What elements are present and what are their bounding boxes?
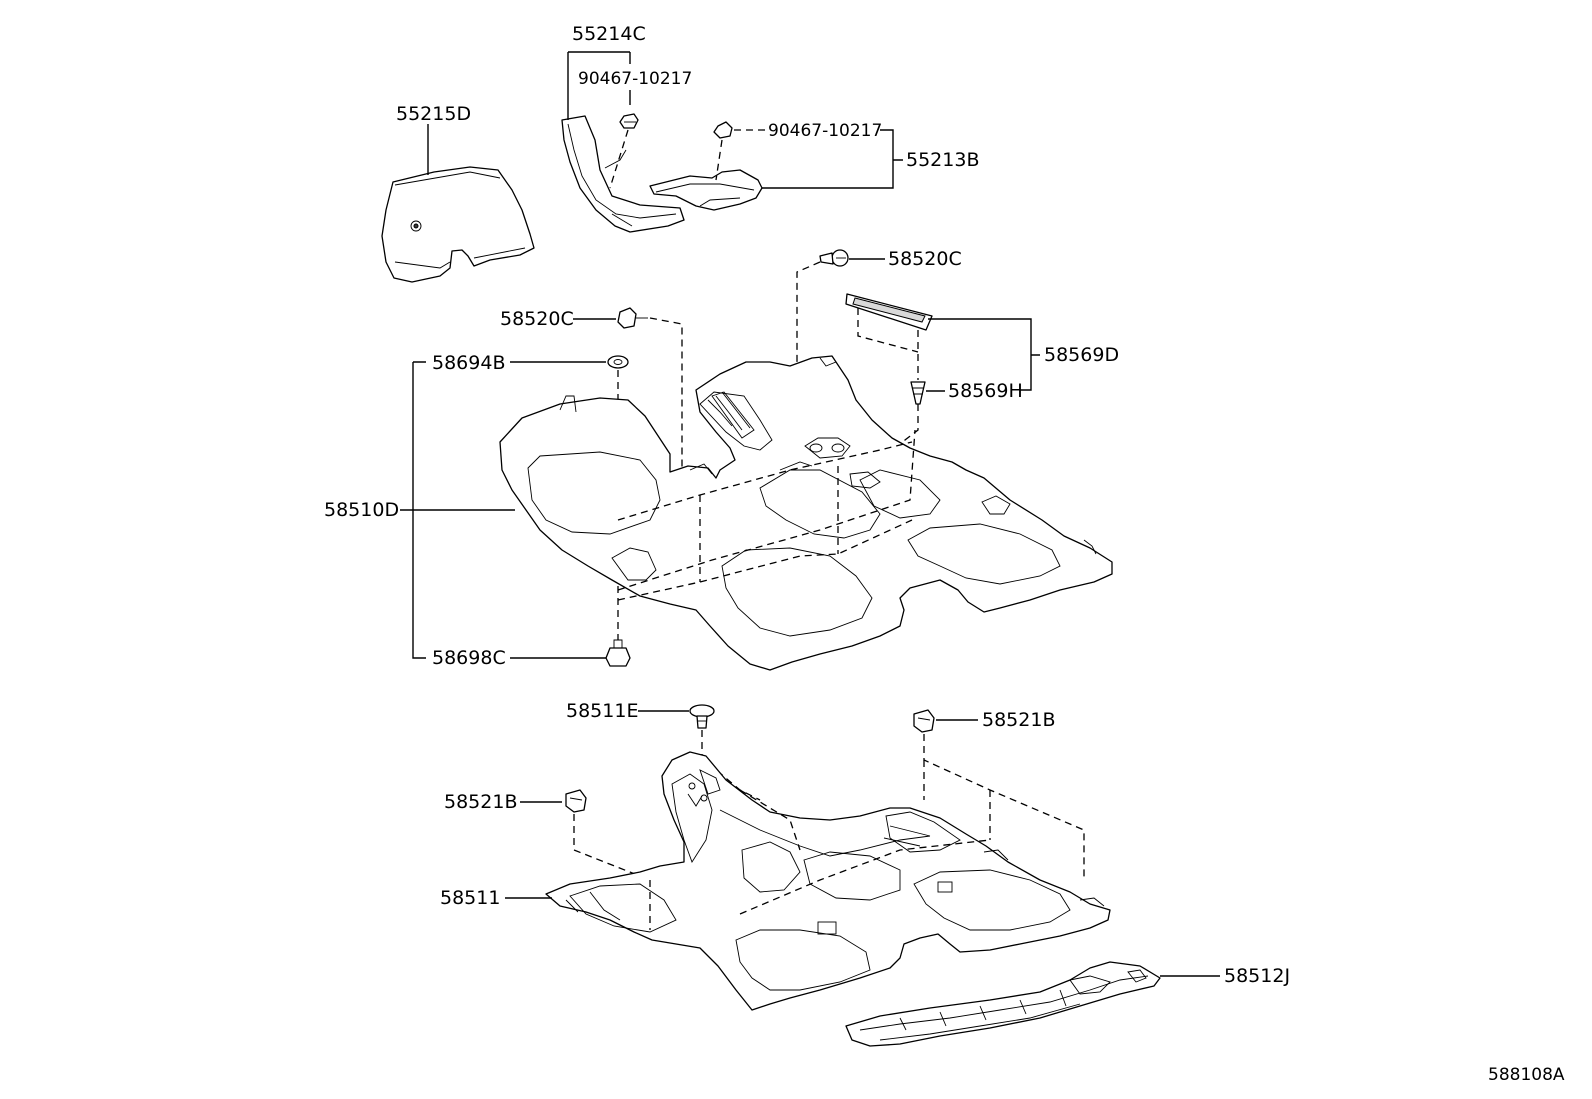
bracket-55213B — [762, 129, 903, 189]
clip-90467-10217-lower — [713, 121, 733, 139]
dash-58510D-b — [617, 441, 913, 521]
part-58569D-drawing — [845, 293, 933, 331]
clip-58520C-left — [617, 307, 648, 329]
part-58511-drawing — [545, 751, 1111, 1011]
dash-58510D-a — [617, 429, 916, 591]
clip-90467-10217-upper — [619, 113, 639, 129]
label-58521B-left[interactable]: 58521B — [444, 791, 517, 813]
clip-58511E — [689, 704, 715, 729]
part-55214C-drawing — [561, 115, 685, 233]
label-55215D[interactable]: 55215D — [396, 103, 471, 125]
clip-58520C-upper — [819, 249, 849, 267]
label-58520C-left[interactable]: 58520C — [500, 308, 574, 330]
label-90467-10217-lower[interactable]: 90467-10217 — [768, 121, 882, 141]
label-58511[interactable]: 58511 — [440, 887, 500, 909]
label-90467-10217-upper[interactable]: 90467-10217 — [578, 69, 692, 89]
dash-58569D-a — [857, 308, 919, 353]
dash-90467-upper — [609, 129, 629, 189]
dash-58521B-right-b — [923, 760, 991, 840]
bracket-58569D — [928, 318, 1040, 391]
label-55214C[interactable]: 55214C — [572, 23, 646, 45]
clip-58521B-right — [913, 709, 935, 733]
clip-58569H — [910, 381, 926, 405]
label-58694B[interactable]: 58694B — [432, 352, 505, 374]
label-58511E[interactable]: 58511E — [566, 700, 638, 722]
part-58510D-drawing — [499, 355, 1113, 671]
label-58698C[interactable]: 58698C — [432, 647, 506, 669]
dash-58510D-e — [617, 519, 913, 601]
dash-90467-lower — [715, 139, 723, 181]
clip-58521B-left — [565, 789, 587, 813]
label-58521B-right[interactable]: 58521B — [982, 709, 1055, 731]
dash-58511-c — [739, 839, 991, 915]
part-55215D-drawing — [381, 166, 535, 283]
part-58512J-drawing — [845, 961, 1161, 1047]
label-55213B[interactable]: 55213B — [906, 149, 979, 171]
clip-58698C — [605, 639, 631, 667]
diagram-id: 588108A — [1488, 1065, 1565, 1085]
part-55213B-drawing — [649, 169, 763, 211]
label-58512J[interactable]: 58512J — [1224, 965, 1290, 987]
bracket-58510D — [400, 361, 515, 659]
clip-58694B — [607, 355, 629, 369]
bracket-55214C — [567, 51, 631, 120]
label-58520C-upper[interactable]: 58520C — [888, 248, 962, 270]
dash-58521B-left — [573, 814, 741, 950]
label-58569D[interactable]: 58569D — [1044, 344, 1119, 366]
label-58569H[interactable]: 58569H — [948, 380, 1023, 402]
label-58510D[interactable]: 58510D — [324, 499, 399, 521]
